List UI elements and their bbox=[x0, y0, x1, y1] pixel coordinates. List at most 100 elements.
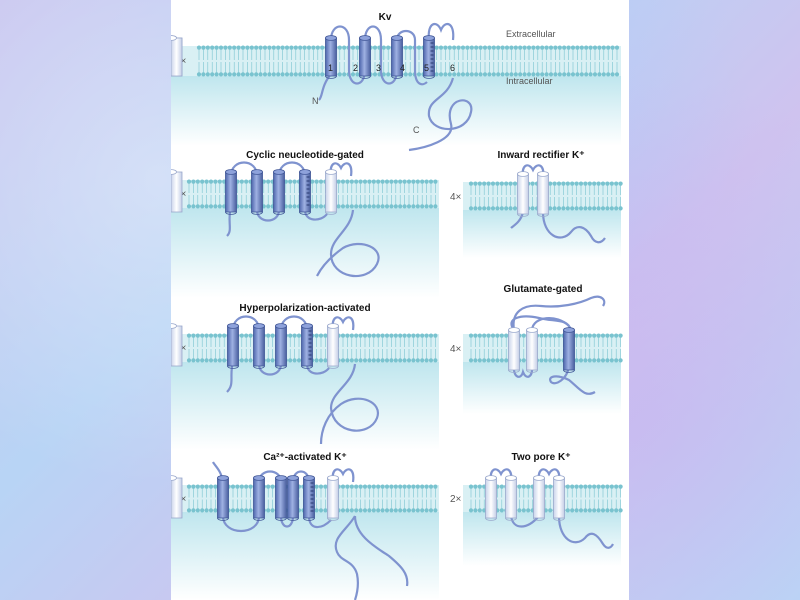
lipid-headgroup bbox=[376, 358, 381, 363]
lipid-headgroup bbox=[288, 179, 293, 184]
lipid-headgroup bbox=[249, 72, 254, 77]
lipid-headgroup bbox=[408, 72, 413, 77]
lipid-headgroup bbox=[544, 45, 549, 50]
lipid-headgroup bbox=[200, 508, 205, 513]
lipid-headgroup bbox=[245, 72, 250, 77]
panel-title: Kv bbox=[379, 12, 392, 23]
lipid-headgroup bbox=[482, 206, 487, 211]
lipid-headgroup bbox=[398, 484, 403, 489]
lipid-headgroup bbox=[314, 358, 319, 363]
lipid-headgroup bbox=[318, 204, 324, 209]
lipid-headgroup bbox=[223, 45, 228, 50]
lipid-headgroup bbox=[495, 181, 500, 186]
lipid-headgroup bbox=[553, 72, 558, 77]
lipid-headgroup bbox=[504, 206, 509, 211]
cytoplasm-band bbox=[171, 362, 439, 450]
lipid-headgroup bbox=[210, 45, 215, 50]
lipid-headgroup bbox=[415, 333, 420, 338]
lipid-headgroup bbox=[204, 508, 209, 513]
lipid-headgroup bbox=[570, 484, 575, 489]
lipid-headgroup bbox=[543, 358, 548, 363]
cytoplasm-band bbox=[171, 76, 621, 146]
lipid-headgroup bbox=[384, 358, 390, 363]
lipid-headgroup bbox=[521, 484, 526, 489]
lipid-headgroup bbox=[384, 179, 390, 184]
lipid-headgroup bbox=[213, 484, 218, 489]
lipid-headgroup bbox=[218, 72, 224, 77]
lipid-headgroup bbox=[508, 181, 513, 186]
lipid-headgroup bbox=[358, 179, 363, 184]
lipid-headgroup bbox=[186, 333, 192, 338]
lipid-headgroup bbox=[522, 45, 527, 50]
lipid-headgroup bbox=[186, 358, 192, 363]
lipid-headgroup bbox=[254, 45, 259, 50]
lipid-headgroup bbox=[596, 181, 601, 186]
lipid-headgroup bbox=[570, 508, 575, 513]
lipid-headgroup bbox=[433, 358, 438, 363]
lipid-headgroup bbox=[605, 333, 610, 338]
cytoplasm-band bbox=[171, 512, 439, 600]
lipid-headgroup bbox=[521, 358, 526, 363]
lipid-headgroup bbox=[618, 508, 623, 513]
lipid-headgroup bbox=[270, 508, 275, 513]
transmembrane-helix bbox=[485, 475, 497, 521]
lipid-headgroup bbox=[362, 179, 368, 184]
lipid-headgroup bbox=[354, 508, 359, 513]
lipid-headgroup bbox=[600, 358, 606, 363]
lipid-headgroup bbox=[298, 45, 303, 50]
lipid-headgroup bbox=[213, 333, 218, 338]
lipid-headgroup bbox=[579, 72, 584, 77]
lipid-headgroup bbox=[389, 204, 394, 209]
lipid-headgroup bbox=[592, 45, 598, 50]
lipid-headgroup bbox=[376, 204, 381, 209]
lipid-headgroup bbox=[597, 45, 602, 50]
transmembrane-helices bbox=[171, 36, 435, 79]
lipid-headgroup bbox=[227, 45, 232, 50]
lipid-headgroup bbox=[424, 204, 429, 209]
transmembrane-helix bbox=[327, 323, 339, 369]
lipid-headgroup bbox=[424, 358, 429, 363]
lipid-headgroup bbox=[340, 484, 346, 489]
lipid-headgroup bbox=[605, 508, 610, 513]
lipid-headgroup bbox=[372, 72, 378, 77]
lipid-headgroup bbox=[517, 508, 522, 513]
lipid-headgroup bbox=[609, 333, 614, 338]
lipid-headgroup bbox=[371, 179, 376, 184]
lipid-headgroup bbox=[500, 72, 505, 77]
lipid-bilayer bbox=[468, 484, 623, 513]
helix-loops bbox=[231, 315, 330, 376]
lipid-headgroup bbox=[402, 484, 407, 489]
helix-number-2: 2 bbox=[353, 63, 358, 73]
transmembrane-helix bbox=[508, 327, 520, 373]
lipid-headgroup bbox=[402, 204, 407, 209]
lipid-headgroup bbox=[531, 45, 536, 50]
lipid-headgroup bbox=[535, 72, 540, 77]
helix-number-3: 3 bbox=[376, 63, 381, 73]
lipid-headgroup bbox=[614, 45, 620, 50]
lipid-headgroup bbox=[535, 45, 540, 50]
lipid-headgroup bbox=[468, 206, 474, 211]
helix-number-6: 6 bbox=[450, 63, 455, 73]
lipid-headgroup bbox=[499, 484, 504, 489]
lipid-headgroup bbox=[406, 333, 412, 338]
lipid-headgroup bbox=[358, 508, 363, 513]
lipid-headgroup bbox=[349, 179, 354, 184]
lipid-headgroup bbox=[266, 333, 271, 338]
lipid-headgroup bbox=[433, 204, 438, 209]
lipid-headgroup bbox=[258, 45, 263, 50]
lipid-headgroup bbox=[415, 508, 420, 513]
lipid-headgroup bbox=[195, 179, 200, 184]
lipid-headgroup bbox=[288, 204, 293, 209]
lipid-headgroup bbox=[583, 508, 588, 513]
lipid-headgroup bbox=[530, 206, 535, 211]
p-loop bbox=[331, 316, 355, 331]
lipid-headgroup bbox=[415, 179, 420, 184]
transmembrane-helix bbox=[225, 169, 237, 215]
lipid-headgroup bbox=[355, 45, 360, 50]
lipid-headgroup bbox=[223, 72, 228, 77]
lipid-headgroup bbox=[355, 72, 360, 77]
lipid-headgroup bbox=[592, 206, 597, 211]
panel-title: Glutamate-gated bbox=[504, 284, 583, 295]
helix-number-1: 1 bbox=[328, 63, 333, 73]
transmembrane-helix bbox=[303, 475, 315, 521]
